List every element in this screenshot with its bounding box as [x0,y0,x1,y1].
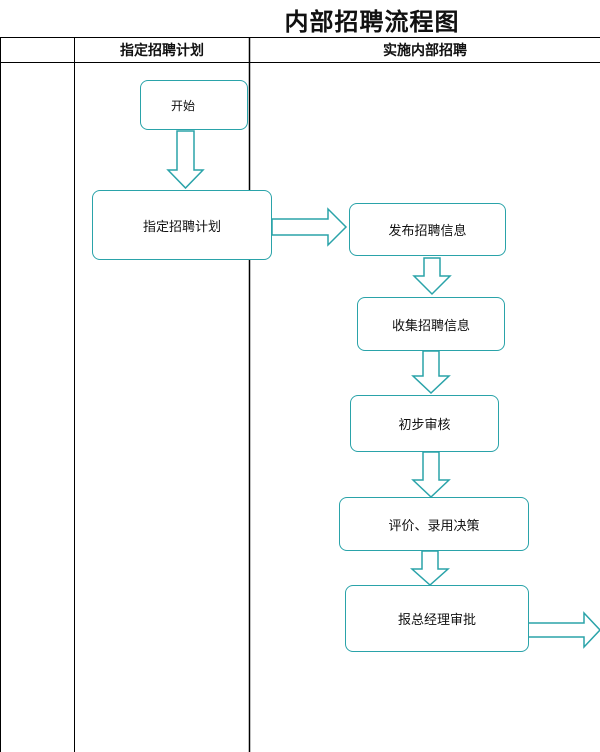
node-start: 开始 [140,80,248,130]
arrow-approve-offpage [527,611,600,649]
page-title: 内部招聘流程图 [284,7,460,36]
arrow-collect-to-review [411,350,451,395]
arrow-decide-to-approve [410,550,450,587]
arrow-start-to-plan [166,130,205,190]
node-decide: 评价、录用决策 [339,497,529,551]
lane-header-implement: 实施内部招聘 [383,43,467,59]
arrow-review-to-decide [411,451,451,499]
arrow-plan-to-publish [271,207,348,247]
lane-header-plan: 指定招聘计划 [120,43,204,59]
node-publish: 发布招聘信息 [349,203,506,256]
node-plan: 指定招聘计划 [92,190,272,260]
arrow-publish-to-collect [412,257,452,296]
node-approve: 报总经理审批 [345,585,529,652]
node-collect: 收集招聘信息 [357,297,505,351]
node-review: 初步审核 [350,395,499,452]
